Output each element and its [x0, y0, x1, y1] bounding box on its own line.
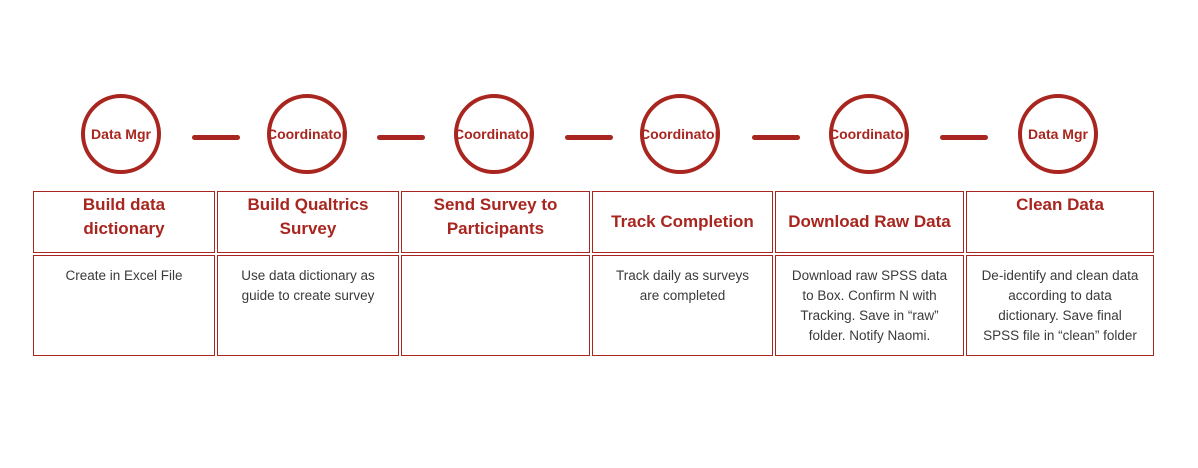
step-title: Download Raw Data [788, 212, 951, 231]
step-description: Create in Excel File [65, 268, 183, 283]
step-title: Send Survey to Participants [433, 195, 558, 238]
role-circle-1: Data Mgr [81, 94, 161, 174]
step-description: De-identify and clean data according to … [981, 268, 1139, 343]
role-label: Coordinator [639, 126, 721, 142]
step-title-cell-1: Build data dictionary [33, 191, 215, 253]
step-title: Clean Data [1016, 195, 1104, 214]
step-title: Build Qualtrics Survey [247, 195, 369, 238]
role-label: Coordinator [266, 126, 348, 142]
role-label: Data Mgr [1028, 126, 1088, 142]
role-circle-3: Coordinator [454, 94, 534, 174]
step-description-cell-3 [401, 255, 590, 356]
step-title: Build data dictionary [82, 195, 166, 238]
step-title-cell-5: Download Raw Data [775, 191, 964, 253]
step-description-cell-1: Create in Excel File [33, 255, 215, 356]
role-circle-2: Coordinator [267, 94, 347, 174]
role-circle-4: Coordinator [640, 94, 720, 174]
connector-3-4 [565, 135, 613, 140]
step-description: Track daily as surveys are completed [615, 268, 750, 303]
connector-4-5 [752, 135, 800, 140]
step-description-cell-4: Track daily as surveys are completed [592, 255, 773, 356]
role-circle-6: Data Mgr [1018, 94, 1098, 174]
role-label: Data Mgr [91, 126, 151, 142]
connector-2-3 [377, 135, 425, 140]
step-title-cell-4: Track Completion [592, 191, 773, 253]
role-label: Coordinator [453, 126, 535, 142]
connector-1-2 [192, 135, 240, 140]
step-description-cell-6: De-identify and clean data according to … [966, 255, 1154, 356]
connector-5-6 [940, 135, 988, 140]
step-title-cell-2: Build Qualtrics Survey [217, 191, 399, 253]
step-title-cell-3: Send Survey to Participants [401, 191, 590, 253]
role-label: Coordinator [828, 126, 910, 142]
step-description-cell-2: Use data dictionary as guide to create s… [217, 255, 399, 356]
step-title: Track Completion [611, 212, 754, 231]
step-description-cell-5: Download raw SPSS data to Box. Confirm N… [775, 255, 964, 356]
step-description: Download raw SPSS data to Box. Confirm N… [791, 268, 948, 343]
step-description: Use data dictionary as guide to create s… [241, 268, 375, 303]
role-circle-5: Coordinator [829, 94, 909, 174]
step-title-cell-6: Clean Data [966, 191, 1154, 253]
